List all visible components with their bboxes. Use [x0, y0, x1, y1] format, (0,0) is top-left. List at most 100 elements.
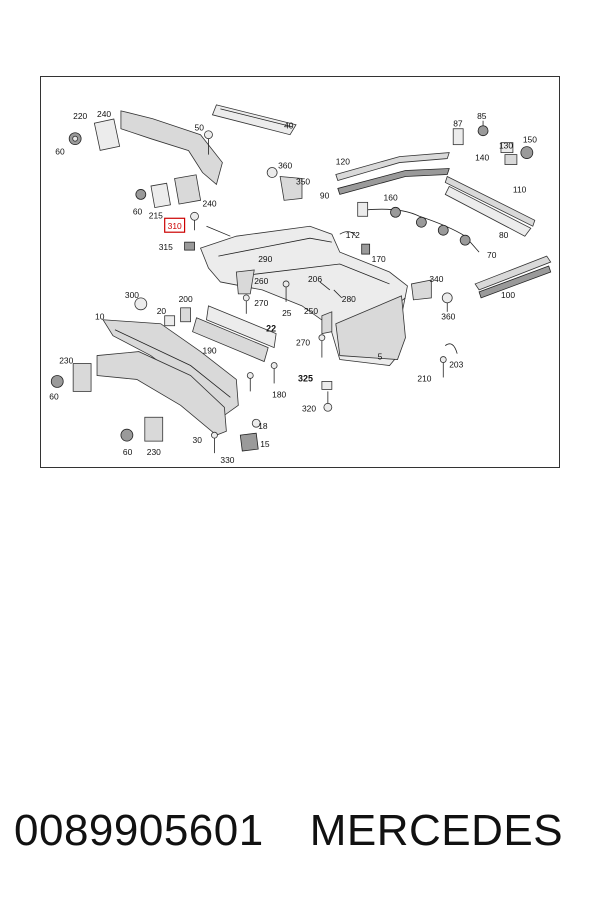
label-50: 50 [195, 123, 205, 133]
label-25: 25 [282, 308, 292, 318]
moulding-90 [337, 168, 450, 195]
label-87: 87 [453, 119, 463, 129]
part-number: 0089905601 [14, 806, 264, 855]
harness-sensor-a [390, 206, 401, 218]
absorber-22 [206, 305, 277, 349]
clip-203 [445, 343, 458, 354]
label-325: 325 [298, 373, 313, 383]
label-80: 80 [499, 230, 509, 240]
mount-plate-240a [93, 118, 121, 151]
label-140: 140 [475, 153, 489, 163]
label-240a: 240 [97, 109, 111, 119]
label-206: 206 [308, 274, 322, 284]
harness-sensor-b [416, 216, 427, 228]
nut-360a [266, 167, 278, 178]
nut-60c [50, 375, 64, 388]
clip-140 [504, 154, 518, 165]
label-170: 170 [372, 254, 386, 264]
label-20: 20 [157, 306, 167, 316]
clip-18 [251, 418, 261, 428]
label-30: 30 [193, 435, 203, 445]
label-90: 90 [320, 190, 330, 200]
moulding-120 [335, 152, 450, 181]
clip-300 [134, 297, 148, 311]
nut-325 [321, 381, 333, 390]
moulding-100 [474, 255, 552, 291]
label-230b: 230 [147, 447, 161, 457]
label-320: 320 [302, 403, 316, 413]
label-85: 85 [477, 111, 487, 121]
bracket-340 [410, 279, 432, 301]
harness-connector-a [357, 201, 369, 217]
label-60b: 60 [133, 206, 143, 216]
label-18: 18 [258, 421, 268, 431]
bracket-260 [235, 269, 255, 295]
label-110: 110 [513, 184, 527, 194]
highlight-box-310 [164, 217, 186, 233]
moulding-70 [478, 265, 552, 299]
label-350: 350 [296, 176, 310, 186]
clip-130 [500, 142, 514, 154]
label-60d: 60 [123, 447, 133, 457]
label-5: 5 [378, 352, 383, 362]
bumper-end-cap [335, 295, 406, 360]
label-360a: 360 [278, 161, 292, 171]
label-270a: 270 [254, 298, 268, 308]
label-200: 200 [179, 294, 193, 304]
bolt-25 [282, 280, 290, 288]
bolt-50 [204, 130, 213, 140]
clip-270b [270, 362, 278, 369]
label-60a: 60 [55, 147, 65, 157]
label-172: 172 [346, 230, 360, 240]
label-210: 210 [417, 373, 431, 383]
label-190: 190 [203, 346, 217, 356]
bracket-15 [239, 432, 259, 452]
bolt-180 [246, 372, 254, 379]
label-330: 330 [220, 455, 234, 465]
label-180: 180 [272, 389, 286, 399]
lower-beam [96, 351, 227, 436]
clip-280 [333, 289, 343, 299]
clip-315 [184, 241, 195, 251]
harness-sensor-d [459, 234, 471, 246]
exploded-view-svg: 220 240 60 50 40 85 87 130 150 140 360 3… [49, 104, 552, 465]
label-360b: 360 [441, 312, 455, 322]
bracket-left-upper [120, 110, 223, 186]
clip-170 [361, 243, 371, 255]
nut-60b [135, 189, 147, 200]
label-315: 315 [159, 242, 173, 252]
label-40: 40 [284, 121, 294, 131]
mount-plate-230a [72, 363, 92, 392]
moulding-80 [444, 185, 532, 237]
clip-20 [164, 315, 176, 327]
absorber-190 [192, 317, 269, 363]
mount-plate-230b [144, 416, 164, 442]
label-70: 70 [487, 250, 497, 260]
label-300: 300 [125, 290, 139, 300]
label-220: 220 [73, 111, 87, 121]
label-240b: 240 [203, 198, 217, 208]
mount-plate-215 [150, 182, 171, 209]
label-100: 100 [501, 290, 515, 300]
label-160: 160 [384, 192, 398, 202]
label-340: 340 [429, 274, 443, 284]
mount-plate-240b [174, 174, 202, 205]
bolt-210 [439, 356, 447, 363]
label-310: 310 [168, 221, 182, 231]
nut-60d [120, 428, 134, 442]
label-270b: 270 [296, 338, 310, 348]
label-120: 120 [336, 157, 350, 167]
screw-85 [477, 125, 489, 137]
label-150: 150 [523, 135, 537, 145]
label-215: 215 [149, 210, 163, 220]
clip-172 [339, 231, 357, 237]
screw-320 [323, 402, 333, 412]
bracket-350 [279, 176, 303, 201]
clip-270-right [318, 334, 326, 342]
caption-bar: 0089905601 MERCEDES [14, 796, 594, 866]
label-60c: 60 [49, 391, 59, 401]
harness-sensor-c [437, 224, 449, 236]
parts-diagram: 220 240 60 50 40 85 87 130 150 140 360 3… [40, 76, 560, 468]
clip-206 [319, 281, 331, 291]
label-15: 15 [260, 439, 270, 449]
